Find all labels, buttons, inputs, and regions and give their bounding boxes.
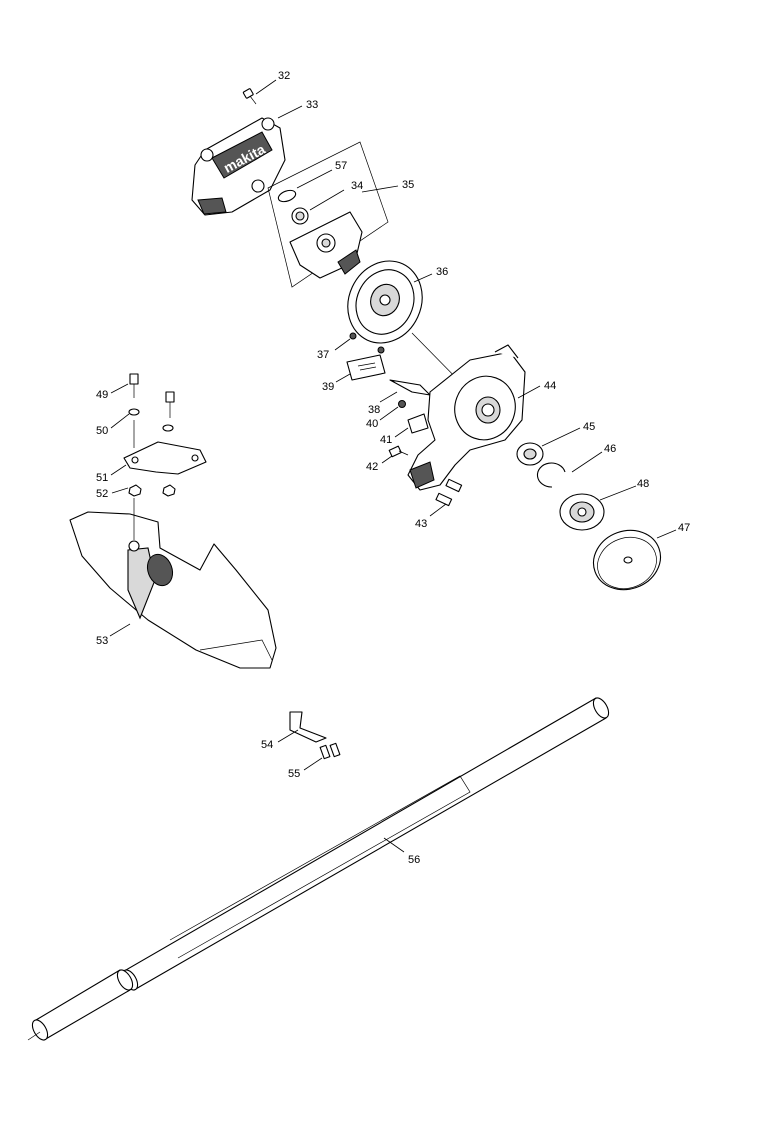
part-56-shaft-tube [27, 697, 610, 1041]
part-36-gear [347, 260, 469, 391]
part-35-assembly-box [267, 141, 399, 288]
part-33-cover: makita [191, 105, 303, 216]
callout-47: 47 [678, 522, 690, 534]
part-51-clamp [110, 441, 207, 476]
part-48-holder [559, 485, 637, 531]
callout-37: 37 [317, 349, 329, 361]
callout-49: 49 [96, 389, 108, 401]
callout-48: 48 [637, 478, 649, 490]
callout-42: 42 [366, 461, 378, 473]
callout-50: 50 [96, 425, 108, 437]
callout-55: 55 [288, 768, 300, 780]
part-40-screw [379, 400, 406, 421]
callout-54: 54 [261, 739, 273, 751]
part-38-bracket [379, 379, 431, 403]
callout-56: 56 [408, 854, 420, 866]
part-32-screw [242, 79, 277, 105]
callout-33: 33 [306, 99, 318, 111]
part-50-washers [110, 408, 174, 448]
part-52-nuts [111, 484, 176, 497]
callout-53: 53 [96, 635, 108, 647]
callout-45: 45 [583, 421, 595, 433]
gear-plate [289, 211, 363, 279]
callout-39: 39 [322, 381, 334, 393]
part-42-screw [381, 445, 409, 464]
callout-44: 44 [544, 380, 556, 392]
callout-35: 35 [402, 179, 414, 191]
callout-32: 32 [278, 70, 290, 82]
part-39-plate [335, 354, 386, 383]
part-37-screws [334, 332, 385, 354]
part-53-blade-guard [69, 498, 277, 669]
part-34-bearing [291, 189, 345, 225]
part-45-bearing [516, 427, 581, 466]
callout-52: 52 [96, 488, 108, 500]
callout-labels: 32 33 57 34 35 36 37 39 38 40 41 42 44 4… [96, 70, 690, 866]
part-55-screws [303, 742, 341, 771]
part-44-gear-housing [407, 344, 541, 491]
part-57-washer [277, 169, 333, 203]
callout-57: 57 [335, 160, 347, 172]
callout-43: 43 [415, 518, 427, 530]
callout-51: 51 [96, 472, 108, 484]
part-46-circlip [536, 451, 603, 488]
part-43-screws [429, 478, 463, 517]
callout-40: 40 [366, 418, 378, 430]
part-47-washer-disc [592, 529, 677, 591]
part-41-block [394, 413, 429, 438]
part-49-bolts [110, 373, 175, 418]
callout-41: 41 [380, 434, 392, 446]
callout-46: 46 [604, 443, 616, 455]
callout-36: 36 [436, 266, 448, 278]
part-54-bracket [277, 711, 327, 743]
callout-38: 38 [368, 404, 380, 416]
callout-34: 34 [351, 180, 363, 192]
